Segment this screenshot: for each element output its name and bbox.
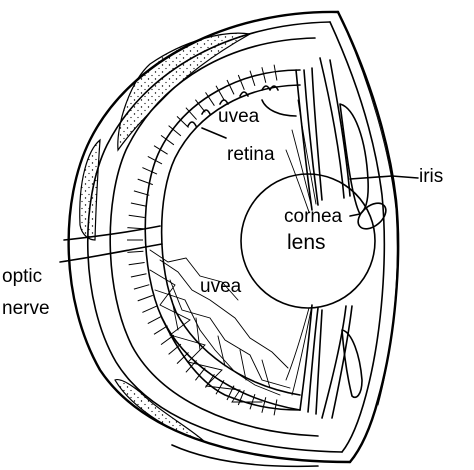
cornea-outer (338, 12, 398, 462)
label-uvea-bottom: uvea (200, 276, 242, 297)
cornea-pointer-loop (353, 198, 390, 234)
outer-shell-bottom-curve (172, 445, 318, 466)
label-iris: iris (419, 166, 443, 187)
uvea-bottom-network (150, 250, 290, 402)
leader-retina (202, 128, 226, 138)
cornea-third-line (346, 30, 397, 405)
retina-striation (227, 80, 234, 94)
retina-striation (138, 295, 153, 301)
retina-striation (134, 285, 149, 289)
ciliary-body-top (296, 68, 322, 210)
uvea-bottom-outline (162, 318, 300, 410)
leader-cornea (350, 214, 360, 216)
retina-striation (250, 71, 255, 86)
retina-striation (262, 67, 266, 83)
retina-striation (195, 368, 205, 381)
iris-upper (320, 58, 350, 198)
retina-striation (154, 326, 168, 335)
iris-lower (322, 306, 352, 418)
label-uvea-top: uvea (218, 106, 260, 127)
label-lens: lens (287, 231, 326, 254)
retina-striation (142, 168, 157, 175)
label-retina: retina (227, 144, 275, 165)
retina-striation (274, 65, 277, 81)
ciliary-body-bottom (300, 305, 322, 414)
retina-striation (142, 306, 157, 313)
retina-striation (274, 400, 277, 416)
retina-striation (148, 316, 162, 324)
leader-iris (350, 176, 418, 179)
label-nerve: nerve (2, 298, 50, 319)
retina-striation (129, 263, 145, 265)
retina-striation (127, 251, 143, 252)
leader-uvea-top (262, 100, 296, 116)
label-cornea: cornea (284, 206, 343, 227)
anterior-chamber-lower (342, 330, 362, 397)
retina-striation (127, 228, 143, 229)
stippled-region-bottom (115, 380, 205, 442)
stippled-region-top (118, 33, 250, 150)
retina-striation (238, 75, 244, 90)
retina-striation (131, 274, 147, 277)
label-optic: optic (2, 266, 42, 287)
retina-striation (131, 203, 147, 206)
retina-striation (262, 397, 266, 413)
retina-striation (129, 215, 145, 217)
